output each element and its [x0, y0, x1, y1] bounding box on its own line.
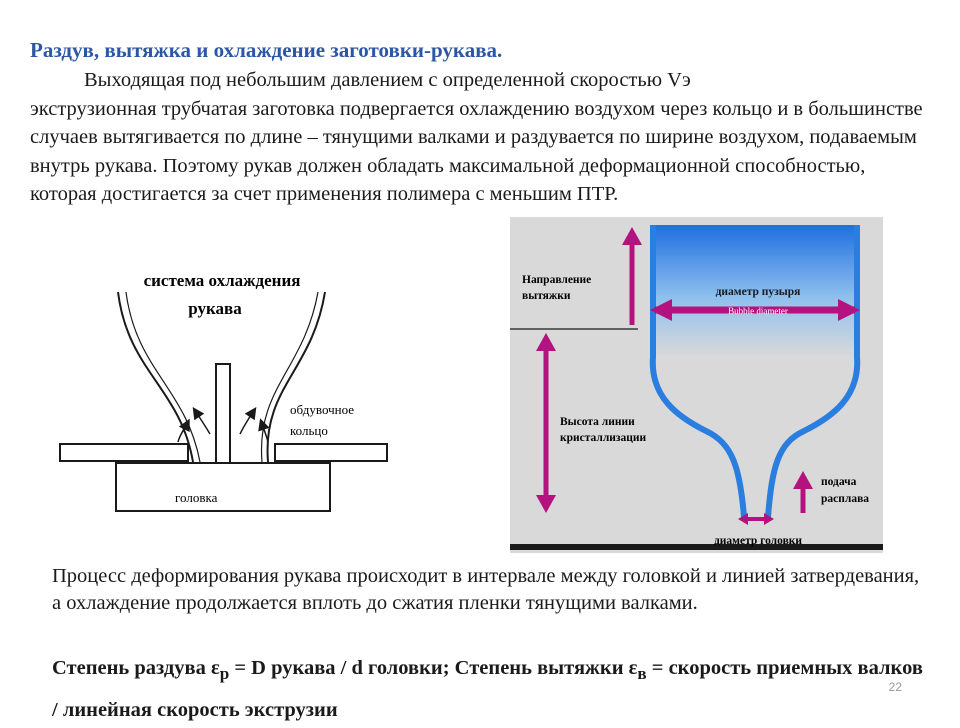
label-direction-line2: вытяжки [522, 290, 571, 302]
label-feed-line2: расплава [821, 493, 869, 505]
intro-paragraph: Выходящая под небольшим давлением с опре… [30, 66, 935, 209]
mandrel [215, 363, 231, 465]
page-number: 22 [888, 680, 902, 694]
label-head: головка [175, 490, 218, 505]
bubble-diameter-arrow-left [650, 299, 672, 321]
intro-continuation: экструзионная трубчатая заготовка подвер… [30, 97, 923, 206]
intro-first-line: Выходящая под небольшим давлением с опре… [84, 69, 691, 91]
film-wall-right-outer [266, 291, 326, 463]
height-arrow-top [536, 333, 556, 351]
bubble-body [653, 225, 857, 357]
label-feed-line1: подача [821, 476, 857, 488]
formula-sub2: в [637, 664, 647, 684]
air-arrow-left-inner [192, 407, 211, 435]
label-die: диаметр головки [714, 535, 802, 547]
bubble-diagram: диаметр пузыря Bubble diameter Направлен… [510, 217, 883, 553]
air-ring-right [274, 443, 388, 462]
air-ring-left [59, 443, 189, 462]
label-height-line2: кристаллизации [560, 432, 647, 444]
die-diameter-arrow-right [764, 513, 774, 525]
film-wall-left-outer [117, 291, 194, 463]
formula-line: Степень раздува εр = D рукава / d головк… [52, 650, 932, 728]
label-direction-line1: Направление [522, 274, 591, 286]
label-cooling-system-line2: рукава [188, 299, 242, 318]
film-wall-right-inner [260, 291, 319, 463]
label-bubble-en: Bubble diameter [728, 306, 788, 316]
feed-arrow-head [793, 471, 813, 489]
die-diameter-arrow-left [738, 513, 748, 525]
die-head [115, 462, 331, 512]
film-wall-left-inner [125, 291, 201, 463]
bottom-paragraph: Процесс деформирования рукава происходит… [52, 565, 920, 614]
slide-title: Раздув, вытяжка и охлаждение заготовки-р… [30, 38, 503, 62]
direction-arrow-head [622, 227, 642, 245]
height-arrow-bottom [536, 495, 556, 513]
cooling-system-diagram: система охлаждения рукава головка обдуво… [59, 271, 388, 512]
formula-sub1: р [219, 664, 230, 684]
formula-part1: Степень раздува ε [52, 657, 220, 679]
air-arrow-right-inner [239, 407, 257, 435]
air-arrow-right-outer [258, 418, 270, 443]
bubble-wall-right [765, 225, 861, 518]
air-arrow-left-outer [177, 418, 190, 443]
bubble-wall-left [649, 225, 747, 518]
formula-part2: = D рукава / d головки; Степень вытяжки … [229, 657, 638, 679]
label-ring-line1: обдувочное [290, 402, 354, 417]
formula-part3: = скорость приемных валков / линейная ск… [52, 657, 923, 722]
label-ring-line2: кольцо [290, 423, 328, 438]
label-bubble-ru: диаметр пузыря [716, 286, 801, 298]
label-height-line1: Высота линии [560, 416, 635, 428]
label-cooling-system-line1: система охлаждения [144, 271, 301, 290]
bubble-diameter-arrow-right [838, 299, 860, 321]
